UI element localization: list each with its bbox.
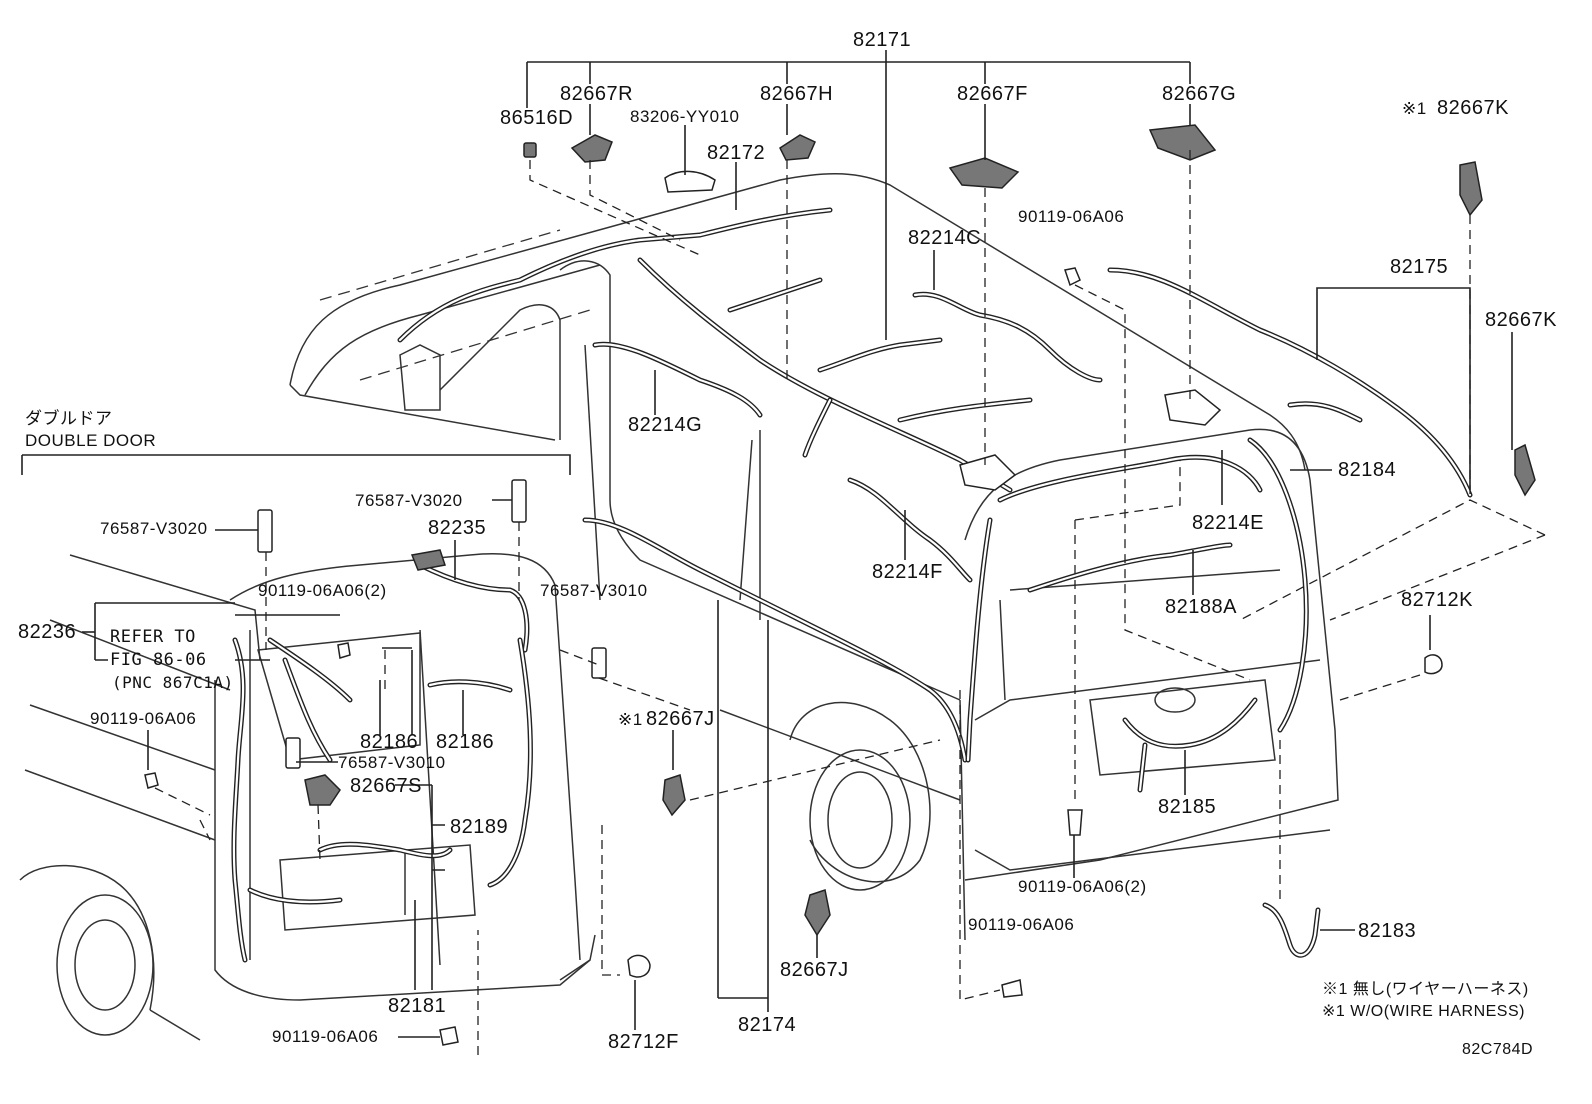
label-90119-06a06-mid: 90119-06A06 xyxy=(968,915,1075,934)
label-82186-a: 82186 xyxy=(360,731,419,753)
label-82214f: 82214F xyxy=(872,561,943,583)
label-90119-06a06-left: 90119-06A06 xyxy=(90,709,197,728)
main-dashed-leaders xyxy=(529,150,1546,1001)
label-76587-v3020-b: 76587-V3020 xyxy=(355,491,463,510)
main-harnesses xyxy=(397,207,1473,958)
label-76587-v3020-a: 76587-V3020 xyxy=(100,519,208,538)
label-82235: 82235 xyxy=(428,517,487,539)
label-90119-06a06-2b: 90119-06A06(2) xyxy=(1018,877,1147,896)
label-82184: 82184 xyxy=(1338,459,1397,481)
main-parts xyxy=(523,124,1536,998)
label-86516d: 86516D xyxy=(500,107,574,129)
main-leaders xyxy=(526,50,1513,1012)
label-82185: 82185 xyxy=(1158,796,1217,818)
footnote-jp: ※1 無し(ワイヤーハーネス) xyxy=(1322,981,1529,998)
label-82667k-top-mark: ※1 xyxy=(1402,99,1427,118)
label-82214e: 82214E xyxy=(1192,512,1264,534)
label-82667k: 82667K xyxy=(1485,309,1557,331)
label-82214g: 82214G xyxy=(628,414,703,436)
label-76587-v3010-b: 76587-V3010 xyxy=(338,753,446,772)
label-refer-pnc: (PNC 867C1A) xyxy=(112,673,234,692)
label-82172: 82172 xyxy=(707,142,766,164)
label-82712k: 82712K xyxy=(1401,589,1473,611)
label-90119-06a06-2a: 90119-06A06(2) xyxy=(258,581,387,600)
label-82214c: 82214C xyxy=(908,227,982,249)
label-82667j-a: 82667J xyxy=(646,708,715,730)
label-refer-to: REFER TO xyxy=(110,627,196,647)
label-82667f: 82667F xyxy=(957,83,1028,105)
label-82236: 82236 xyxy=(18,621,77,643)
label-90119-06a06-bot: 90119-06A06 xyxy=(272,1027,379,1046)
label-83206-yy010: 83206-YY010 xyxy=(630,107,740,126)
label-82667h: 82667H xyxy=(760,83,834,105)
double-door-inset xyxy=(19,454,691,1055)
label-82667j-mark: ※1 xyxy=(618,710,643,729)
label-82175: 82175 xyxy=(1390,256,1449,278)
label-82183: 82183 xyxy=(1358,920,1417,942)
label-double-door-jp: ダブルドア xyxy=(25,409,113,428)
label-82712f: 82712F xyxy=(608,1031,679,1053)
diagram-code: 82C784D xyxy=(1462,1041,1534,1058)
label-82667r: 82667R xyxy=(560,83,634,105)
label-82181: 82181 xyxy=(388,995,447,1017)
main-van-body xyxy=(289,172,1339,941)
label-76587-v3010-a: 76587-V3010 xyxy=(540,581,648,600)
label-82667g: 82667G xyxy=(1162,83,1237,105)
label-82189: 82189 xyxy=(450,816,509,838)
label-82667j-b: 82667J xyxy=(780,959,849,981)
label-82171: 82171 xyxy=(853,29,912,51)
label-82188a: 82188A xyxy=(1165,596,1237,618)
label-90119-06a06-top: 90119-06A06 xyxy=(1018,207,1125,226)
label-82667k-top: 82667K xyxy=(1437,97,1509,119)
label-double-door-en: DOUBLE DOOR xyxy=(25,431,157,450)
label-82186-b: 82186 xyxy=(436,731,495,753)
footnote-en: ※1 W/O(WIRE HARNESS) xyxy=(1322,1003,1525,1020)
label-82667s: 82667S xyxy=(350,775,422,797)
label-refer-fig: FIG 86-06 xyxy=(110,650,207,670)
label-82174: 82174 xyxy=(738,1014,797,1036)
